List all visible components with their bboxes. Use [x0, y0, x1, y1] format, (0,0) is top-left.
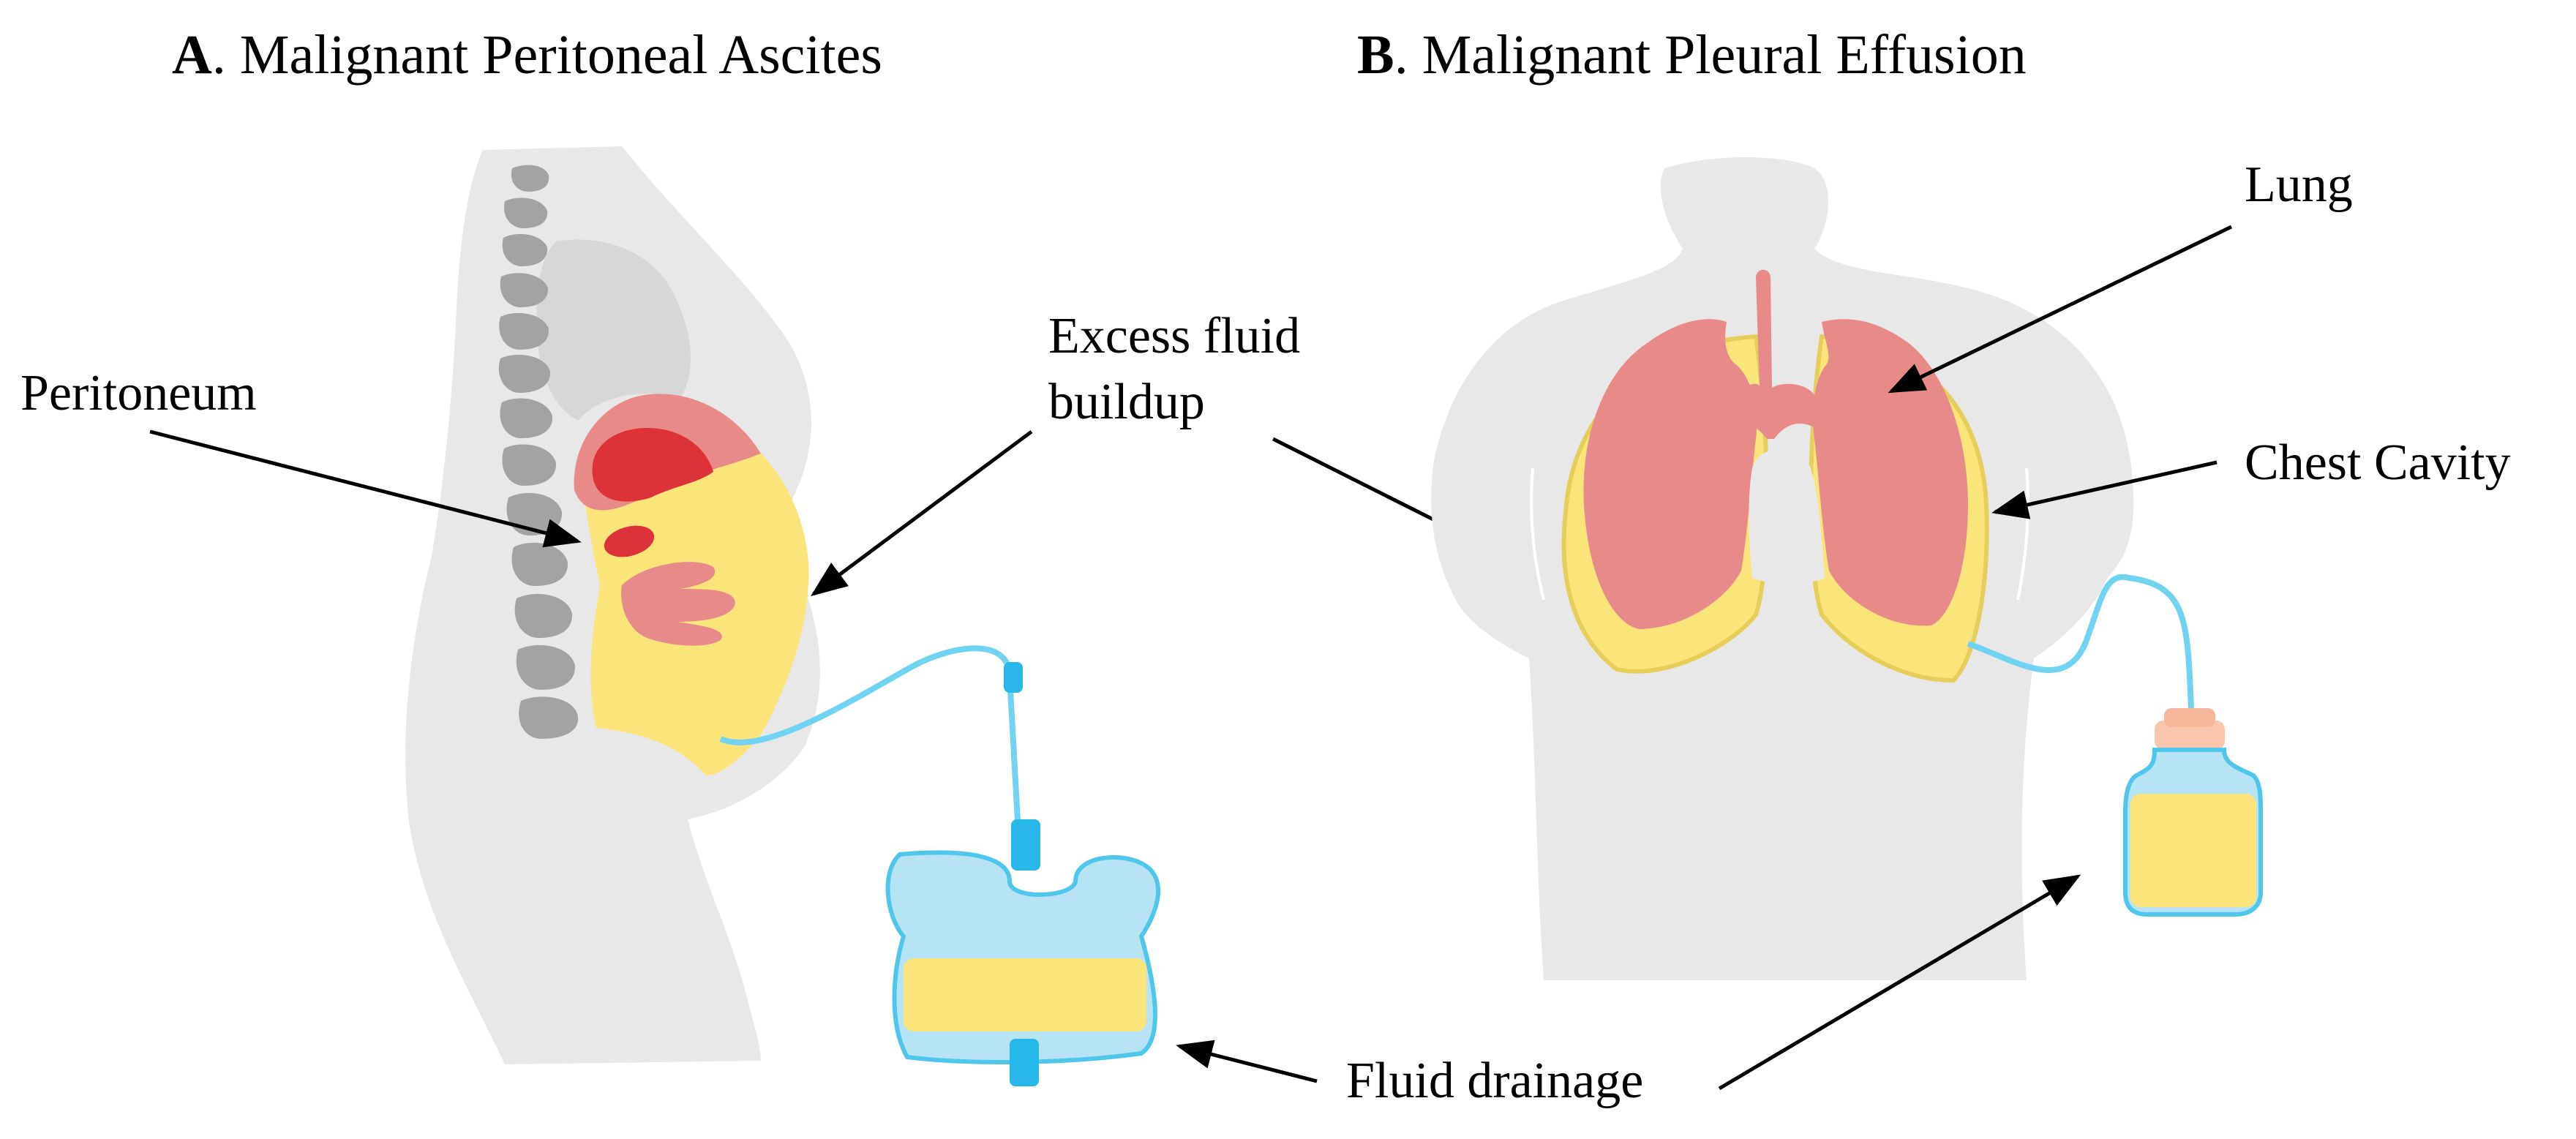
panel-a-title-text: . Malignant Peritoneal Ascites — [212, 24, 882, 86]
label-peritoneum: Peritoneum — [20, 365, 257, 421]
liver-organ — [592, 428, 713, 502]
panel-b-letter: B — [1357, 24, 1394, 86]
armpit-crease-left — [1530, 467, 1545, 601]
heart-notch — [1749, 448, 1825, 584]
panel-b-title-text: . Malignant Pleural Effusion — [1394, 24, 2027, 86]
label-fluid-drainage: Fluid drainage — [1346, 1053, 1643, 1109]
armpit-crease-right — [2016, 467, 2029, 601]
chest-drain-tube — [1967, 574, 2194, 710]
panel-a-title: A. Malignant Peritoneal Ascites — [172, 24, 882, 86]
bottle-fluid — [2130, 794, 2256, 907]
lung-arrow — [1888, 225, 2233, 394]
fluid-drainage-arrow-a — [1176, 1040, 1318, 1083]
label-chest-cavity: Chest Cavity — [2245, 435, 2511, 491]
panel-b-title: B. Malignant Pleural Effusion — [1357, 24, 2027, 86]
bag-outlet — [1010, 1039, 1039, 1086]
bottle-neck — [2155, 721, 2225, 750]
chest-cavity-arrow — [1991, 460, 2218, 519]
bag-fluid — [904, 958, 1146, 1031]
tube-connector — [1004, 662, 1023, 693]
lung-right — [1813, 319, 1968, 626]
label-excess-fluid-line2: buildup — [1048, 374, 1205, 430]
lung-left — [1583, 319, 1757, 629]
panel-a-letter: A — [172, 24, 212, 86]
excess-fluid-arrow-a — [810, 429, 1033, 596]
spine-vertebrae — [498, 165, 579, 739]
trachea — [1727, 269, 1822, 439]
fluid-drainage-arrow-b — [1718, 874, 2081, 1091]
peritoneum-arrow — [149, 429, 582, 548]
chest-cavity-shadow — [536, 239, 691, 421]
bag-inlet — [1011, 819, 1040, 871]
small-organ — [604, 525, 655, 557]
label-lung: Lung — [2245, 157, 2353, 213]
intestine-loops — [621, 562, 735, 646]
panel-b: B. Malignant Pleural Effusion Lung Chest… — [1357, 24, 2511, 980]
panel-a: A. Malignant Peritoneal Ascites — [20, 24, 1575, 1086]
abdominal-drain-tube — [719, 645, 1021, 835]
label-excess-fluid-line1: Excess fluid — [1048, 308, 1300, 364]
